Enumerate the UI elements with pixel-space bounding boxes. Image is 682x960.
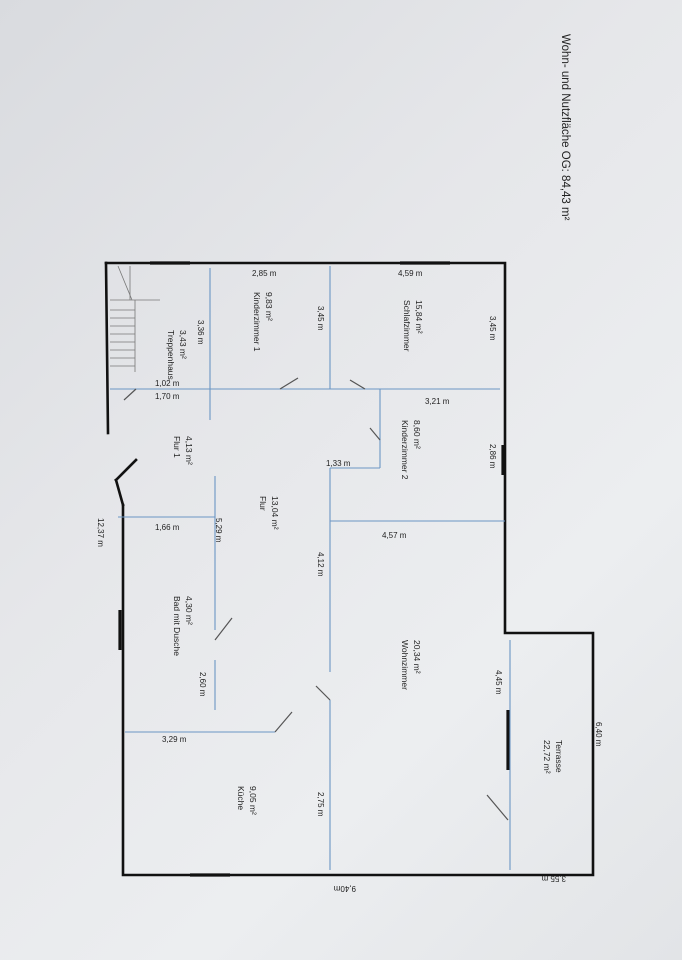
dim-label: 1,33 m (326, 459, 351, 468)
dim-label: 6,40 m (594, 722, 603, 747)
dim-label: 2,75 m (316, 792, 325, 817)
room-area-flur1: 4,13 m² (184, 436, 194, 465)
dimension-labels: 2,85 m 4,59 m 3,45 m 3,45 m 3,36 m 1,02 … (96, 269, 603, 893)
dim-label: 5,29 m (214, 518, 223, 543)
room-name-flur: Flur (258, 496, 268, 511)
dim-label: 9,40m (333, 884, 356, 893)
interior-lines (110, 266, 511, 870)
room-name-kinderzimmer2: Kinderzimmer 2 (400, 420, 410, 480)
room-name-terrasse: Terrasse (554, 740, 564, 773)
staircase (110, 265, 160, 372)
dim-label: 4,57 m (382, 531, 407, 540)
room-area-kinderzimmer2: 8,60 m² (412, 420, 422, 449)
room-area-schlafzimmer: 15,84 m² (414, 300, 424, 334)
dim-label: 2,60 m (198, 672, 207, 697)
dim-label: 4,12 m (316, 552, 325, 577)
room-area-flur: 13,04 m² (270, 496, 280, 530)
room-area-kinderzimmer1: 9,83 m² (264, 292, 274, 321)
dim-label: 3,36 m (196, 320, 205, 345)
room-area-treppenhaus: 3,43 m² (178, 330, 188, 359)
dim-label: 3,55 m (541, 874, 566, 883)
room-name-kueche: Küche (236, 786, 246, 810)
room-area-bad: 4,30 m² (184, 596, 194, 625)
room-labels: 15,84 m² Schlafzimmer 9,83 m² Kinderzimm… (166, 292, 564, 815)
dim-label: 3,45 m (316, 306, 325, 331)
room-area-wohnzimmer: 20,34 m² (412, 640, 422, 674)
dim-label: 1,70 m (155, 392, 180, 401)
room-area-kueche: 9,05 m² (248, 786, 258, 815)
dim-label: 3,45 m (488, 316, 497, 341)
dim-label: 12,37 m (96, 518, 105, 547)
dim-label: 4,45 m (494, 670, 503, 695)
dim-label: 3,29 m (162, 735, 187, 744)
dim-label: 1,66 m (155, 523, 180, 532)
plan-title: Wohn- und Nutzfläche OG: 84,43 m² (559, 34, 571, 221)
room-name-flur1: Flur 1 (172, 436, 182, 458)
room-area-terrasse: 22,72 m² (542, 740, 552, 774)
dim-label: 2,86 m (488, 444, 497, 469)
room-name-bad: Bad mit Dusche (172, 596, 182, 656)
dim-label: 2,85 m (252, 269, 277, 278)
room-name-wohnzimmer: Wohnzimmer (400, 640, 410, 690)
dim-label: 4,59 m (398, 269, 423, 278)
door-swings (123, 377, 509, 821)
dim-label: 1,02 m (155, 379, 180, 388)
room-name-schlafzimmer: Schlafzimmer (402, 300, 412, 352)
room-name-kinderzimmer1: Kinderzimmer 1 (252, 292, 262, 352)
room-name-treppenhaus: Treppenhaus (166, 330, 176, 380)
dim-label: 3,21 m (425, 397, 450, 406)
outer-walls (104, 261, 595, 877)
